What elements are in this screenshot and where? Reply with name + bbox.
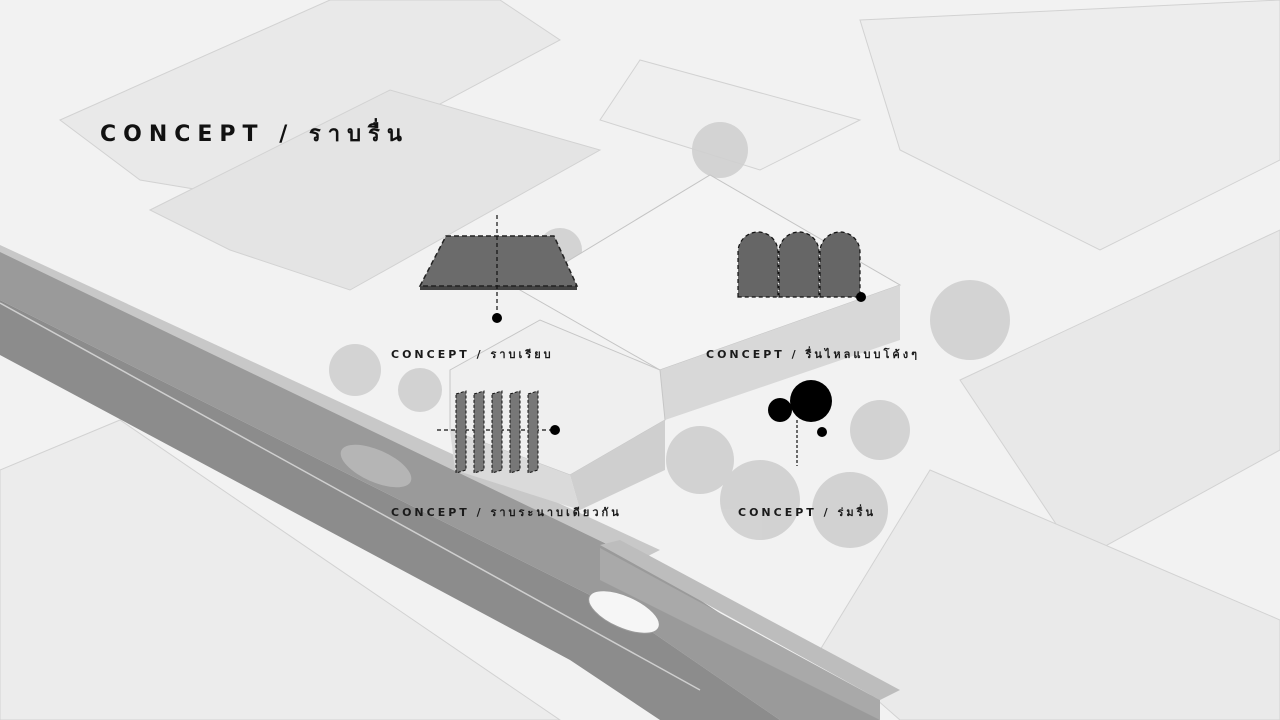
car [340, 444, 412, 488]
concept-flat-plane-diagram [418, 215, 579, 323]
concept-marker-dot [856, 292, 866, 302]
page-title: CONCEPT / ราบรื่น [100, 122, 409, 147]
concept-curved-arches-diagram [737, 231, 861, 298]
concept-label-shade: CONCEPT / ร่มรื่น [738, 506, 877, 519]
concept-marker-dot [817, 427, 827, 437]
concept-label-flat: CONCEPT / ราบเรียบ [391, 348, 554, 361]
concept-label-curve: CONCEPT / รื่นไหลแบบโค้งๆ [706, 348, 921, 361]
concept-marker-dot [492, 313, 502, 323]
concept-vertical-fins-diagram [437, 390, 560, 474]
site-wall [600, 540, 900, 720]
concept-label-level-plane: CONCEPT / ราบระนาบเดียวกัน [391, 506, 622, 519]
trees [329, 122, 1010, 548]
concept-marker-dot [550, 425, 560, 435]
car [588, 590, 660, 634]
concept-shade-tree-diagram [768, 380, 832, 466]
